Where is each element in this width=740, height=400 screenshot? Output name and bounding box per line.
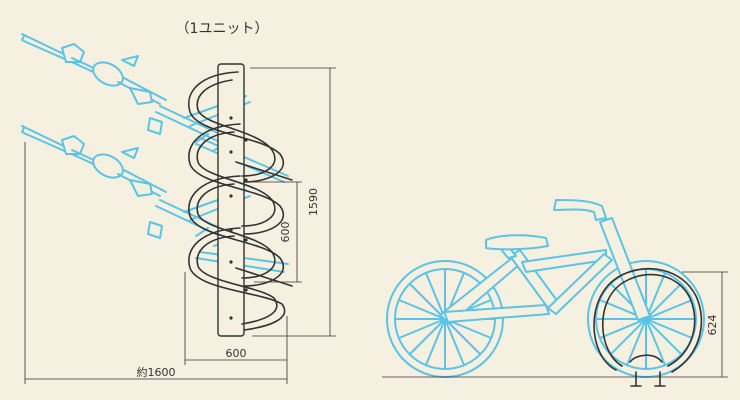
rack-post xyxy=(217,63,245,337)
handlebar xyxy=(553,199,607,221)
bicycle-side-view xyxy=(386,199,705,378)
rack-hoop xyxy=(593,268,703,373)
dimension-lines xyxy=(24,67,336,384)
dim-label-total-length: 約1600 xyxy=(137,365,176,379)
bicycle-top-view-upper xyxy=(21,33,251,151)
rack-side-view xyxy=(593,268,703,387)
dim-label-height: 1590 xyxy=(307,188,320,216)
spiral-rack-loops xyxy=(188,71,293,331)
rack-bolts xyxy=(229,116,248,320)
dim-label-depth: 600 xyxy=(226,347,247,360)
dimension-rack-height xyxy=(682,271,728,377)
front-fork xyxy=(599,217,651,321)
dim-label-pitch: 600 xyxy=(279,222,292,243)
dim-label-rack-height: 624 xyxy=(706,315,719,336)
saddle xyxy=(485,234,549,251)
diagram-title: （1ユニット） xyxy=(176,21,269,37)
